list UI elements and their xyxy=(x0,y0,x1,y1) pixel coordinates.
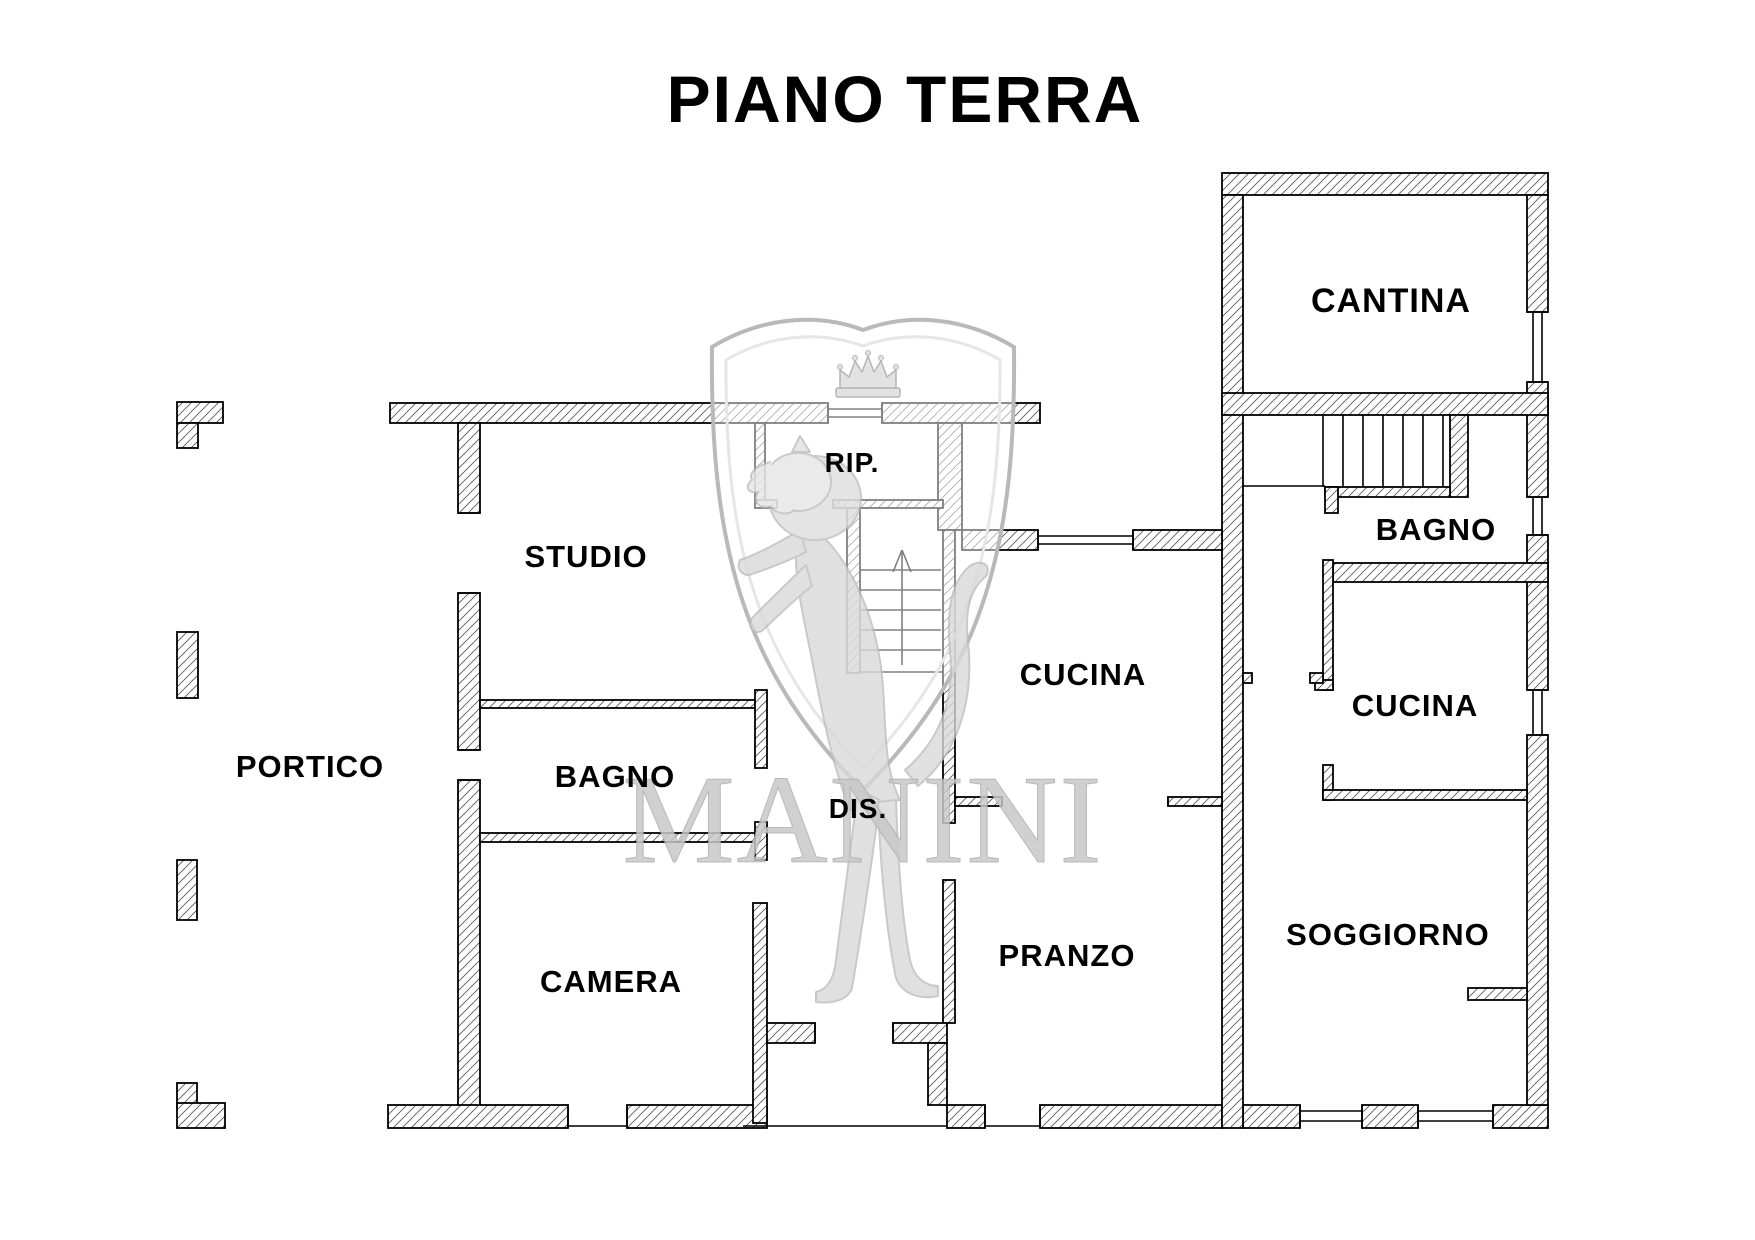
room-label-bagno-center: BAGNO xyxy=(555,759,675,794)
wall-segment xyxy=(1221,392,1549,416)
room-label-camera: CAMERA xyxy=(540,964,682,999)
wall-segment xyxy=(1167,796,1223,807)
wall-segment xyxy=(1492,1104,1549,1129)
wall-segment xyxy=(457,422,481,514)
wall-segment xyxy=(1322,789,1528,801)
wall-segment xyxy=(1526,194,1549,313)
wall-segment xyxy=(1314,679,1334,691)
wall-segment xyxy=(626,1104,768,1129)
wall-segment xyxy=(479,699,756,709)
room-label-portico: PORTICO xyxy=(236,749,384,784)
room-label-studio: STUDIO xyxy=(524,539,647,574)
wall-segment xyxy=(1361,1104,1419,1129)
wall-segment xyxy=(176,1102,226,1129)
room-labels: PORTICO STUDIO RIP. BAGNO DIS. CAMERA CU… xyxy=(236,282,1496,999)
wall-segment xyxy=(946,1104,986,1129)
wall-segment xyxy=(457,592,481,751)
wall-segment xyxy=(1324,486,1451,498)
wall-segment xyxy=(1242,672,1253,684)
page-title: PIANO TERRA xyxy=(667,62,1144,136)
wall-segment xyxy=(1526,734,1549,1106)
wall-segment xyxy=(1467,987,1528,1001)
wall-segment xyxy=(942,879,956,1024)
wall-segment xyxy=(176,401,224,424)
room-label-cantina: CANTINA xyxy=(1311,282,1471,320)
wall-segment xyxy=(766,1022,816,1044)
wall-segment xyxy=(1309,672,1324,684)
wall-segment xyxy=(1039,1104,1223,1129)
shield-outline-icon xyxy=(709,317,1017,792)
room-label-pranzo: PRANZO xyxy=(999,938,1136,973)
wall-segment xyxy=(1332,562,1549,583)
wall-segment xyxy=(1322,559,1334,691)
room-label-cucina-right: CUCINA xyxy=(1352,688,1479,723)
shield-inner-outline-icon xyxy=(724,335,1002,770)
wall-segment xyxy=(176,859,198,921)
watermark-text: MANINI xyxy=(623,751,1104,890)
wall-segment xyxy=(927,1042,948,1106)
room-label-rip: RIP. xyxy=(825,447,880,478)
wall-segment xyxy=(1324,486,1339,514)
room-label-cucina-center: CUCINA xyxy=(1020,657,1147,692)
wall-segment xyxy=(892,1022,948,1044)
wall-segment xyxy=(387,1104,569,1129)
wall-segment xyxy=(1221,172,1549,196)
wall-segment xyxy=(754,689,768,769)
wall-segment xyxy=(176,422,199,449)
wall-segment xyxy=(176,631,199,699)
room-label-soggiorno: SOGGIORNO xyxy=(1286,917,1490,952)
wall-segment xyxy=(1221,194,1244,1129)
floor-plan-walls xyxy=(176,172,1549,1129)
agency-watermark: MANINI xyxy=(622,317,1104,1004)
wall-segment xyxy=(1242,1104,1301,1129)
room-label-dis: DIS. xyxy=(829,793,887,824)
wall-segment xyxy=(752,902,768,1124)
wall-segment xyxy=(457,779,481,1109)
room-label-bagno-right: BAGNO xyxy=(1376,512,1496,547)
crown-icon xyxy=(835,350,901,398)
floor-plan-openings-and-stairs xyxy=(458,311,1548,1128)
wall-segment xyxy=(1526,534,1549,691)
wall-segment xyxy=(754,821,768,861)
lion-rampant-icon xyxy=(737,435,989,1004)
wall-segment xyxy=(1449,414,1469,498)
wall-segment xyxy=(1132,529,1223,551)
